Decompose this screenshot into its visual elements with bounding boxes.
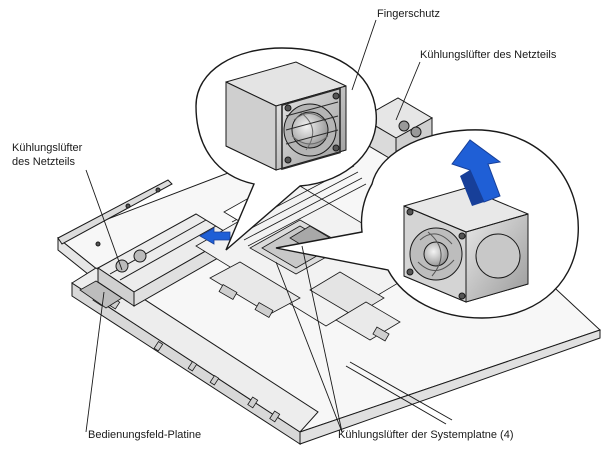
leader-psu-top — [395, 61, 421, 121]
label-fingerschutz-text: Fingerschutz — [377, 8, 440, 20]
leader-control-panel — [85, 291, 105, 433]
system-fan-illustration — [403, 187, 529, 303]
label-psu-fan-left: Kühlungslüfter des Netzteils — [12, 141, 82, 169]
label-system-fans: Kühlungslüfter der Systemplatne (4) — [338, 428, 513, 442]
fan-with-guard-illustration — [225, 61, 347, 171]
insert-arrow-icon — [199, 227, 231, 245]
magnified-view-fan-removal — [275, 129, 579, 319]
leader-fingerschutz — [351, 19, 377, 91]
magnified-view-fingerguard — [195, 47, 377, 251]
label-psu-fan-top: Kühlungslüfter des Netzteils — [420, 48, 556, 62]
leader-sysfan-2 — [301, 245, 343, 433]
label-system-fans-text: Kühlungslüfter der Systemplatne (4) — [338, 429, 514, 441]
label-psu-fan-left-line2: des Netzteils — [12, 156, 75, 168]
label-control-panel: Bedienungsfeld-Platine — [88, 428, 201, 442]
leader-psu-left — [85, 169, 123, 271]
up-arrow-icon — [451, 139, 502, 206]
label-psu-fan-top-text: Kühlungslüfter des Netzteils — [420, 49, 557, 61]
label-control-panel-text: Bedienungsfeld-Platine — [88, 429, 202, 441]
label-fingerschutz: Fingerschutz — [377, 7, 440, 21]
leader-sysfan-1 — [275, 261, 343, 433]
label-psu-fan-left-line1: Kühlungslüfter — [12, 142, 83, 154]
leader-lines — [85, 19, 421, 433]
